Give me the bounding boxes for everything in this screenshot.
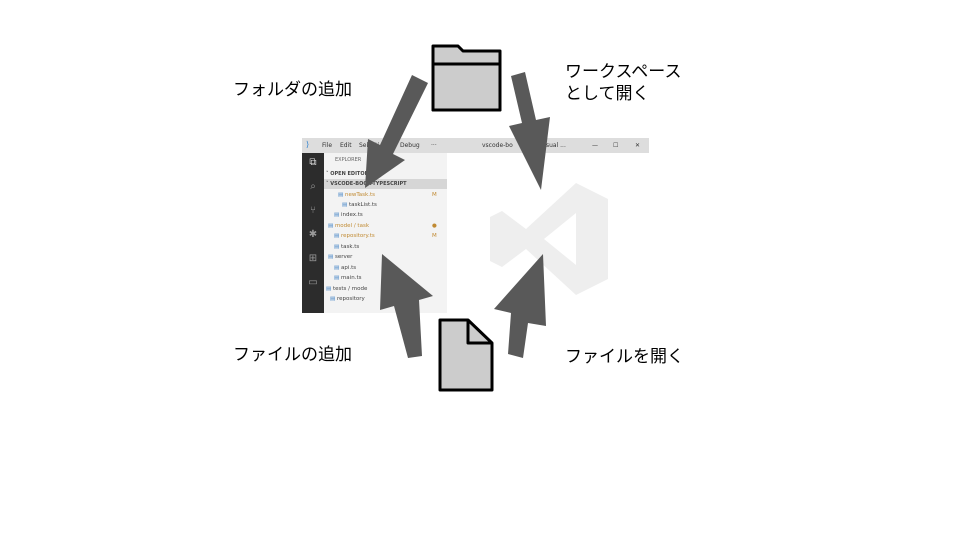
activity-bar: ⧉ ⌕ ⑂ ✱ ⊞ ▭ xyxy=(302,153,324,313)
file-name: main.ts xyxy=(340,275,362,281)
menu-more[interactable]: ··· xyxy=(431,142,437,149)
arrow-open-file xyxy=(494,254,546,358)
vscode-small-icon: ⟩ xyxy=(306,140,310,149)
folder-icon xyxy=(431,44,502,112)
list-item[interactable]: ▤ task.ts xyxy=(334,242,457,252)
arrow-add-folder xyxy=(365,75,428,188)
arrow-add-file xyxy=(380,254,433,358)
vscode-logo-icon xyxy=(490,183,608,295)
ts-file-icon: ▤ xyxy=(338,192,345,198)
ts-file-icon: ▤ xyxy=(334,212,341,218)
file-name: model / task xyxy=(334,223,370,229)
ts-file-icon: ▤ xyxy=(334,233,341,239)
open-editors-header[interactable]: ˅ OPEN EDITORS xyxy=(326,171,373,177)
ts-file-icon: ▤ xyxy=(334,244,341,250)
label-open-workspace-line1: ワークスペース xyxy=(565,62,682,82)
list-item[interactable]: ▤ repository.ts M xyxy=(334,231,457,241)
file-name: index.ts xyxy=(340,212,363,218)
list-item[interactable]: ▤ index.ts xyxy=(334,210,457,220)
vscode-window-screenshot: ⟩ File Edit Selecti Go Debug ··· vscode-… xyxy=(302,138,649,313)
label-open-workspace: ワークスペース として開く xyxy=(565,61,681,105)
list-item[interactable]: ▤ tests / mode xyxy=(326,284,449,294)
file-name: server xyxy=(334,254,353,260)
arrow-open-workspace xyxy=(509,72,550,190)
list-item[interactable]: ▤ newTask.ts M xyxy=(338,190,461,200)
list-item[interactable]: ▤ main.ts xyxy=(334,273,457,283)
search-icon[interactable]: ⌕ xyxy=(310,181,316,192)
status-badge: M xyxy=(432,233,437,239)
ts-file-icon: ▤ xyxy=(330,296,337,302)
file-name: repository xyxy=(336,296,365,302)
explorer-sidebar: EXPLORER ˅ OPEN EDITORS ˅ VSCODE-BOOK-TY… xyxy=(324,153,449,313)
menu-edit[interactable]: Edit xyxy=(340,142,352,149)
ts-file-icon: ▤ xyxy=(334,265,341,271)
explorer-title: EXPLORER xyxy=(335,157,362,163)
source-control-icon[interactable]: ⑂ xyxy=(310,205,316,216)
ts-file-icon: ▤ xyxy=(334,275,341,281)
debug-icon[interactable]: ✱ xyxy=(308,229,318,240)
label-add-file: ファイルの追加 xyxy=(233,345,352,365)
minimize-button[interactable]: — xyxy=(592,142,598,149)
close-button[interactable]: ✕ xyxy=(635,142,641,149)
extensions-icon[interactable]: ⊞ xyxy=(308,253,318,264)
ts-file-icon: ▤ xyxy=(328,254,335,260)
file-name: repository.ts xyxy=(340,233,375,239)
explorer-icon[interactable]: ⧉ xyxy=(309,157,317,168)
file-name: api.ts xyxy=(340,265,357,271)
list-item[interactable]: ▤ server xyxy=(328,252,451,262)
window-title-suffix: t - Visual ... xyxy=(532,142,566,149)
window-title: vscode-bo xyxy=(482,142,513,149)
ts-file-icon: ▤ xyxy=(342,202,349,208)
list-item[interactable]: ▤ taskList.ts xyxy=(342,200,465,210)
menu-debug[interactable]: Debug xyxy=(400,142,420,149)
file-icon xyxy=(438,318,494,392)
list-item[interactable]: ▤ api.ts xyxy=(334,263,457,273)
remote-icon[interactable]: ▭ xyxy=(308,277,318,288)
file-name: taskList.ts xyxy=(348,202,377,208)
list-item[interactable]: ▤ repository xyxy=(330,294,453,304)
file-name: tests / mode xyxy=(332,286,368,292)
label-open-file: ファイルを開く xyxy=(565,347,684,367)
list-item[interactable]: ▤ model / task ● xyxy=(328,221,451,231)
status-badge: M xyxy=(432,192,437,198)
ts-file-icon: ▤ xyxy=(326,286,333,292)
menu-file[interactable]: File xyxy=(322,142,333,149)
label-open-workspace-line2: として開く xyxy=(565,84,650,104)
status-badge: ● xyxy=(432,223,437,229)
maximize-button[interactable]: ☐ xyxy=(613,142,619,149)
label-add-folder: フォルダの追加 xyxy=(233,80,352,100)
ts-file-icon: ▤ xyxy=(328,223,335,229)
file-name: newTask.ts xyxy=(344,192,375,198)
file-name: task.ts xyxy=(340,244,360,250)
